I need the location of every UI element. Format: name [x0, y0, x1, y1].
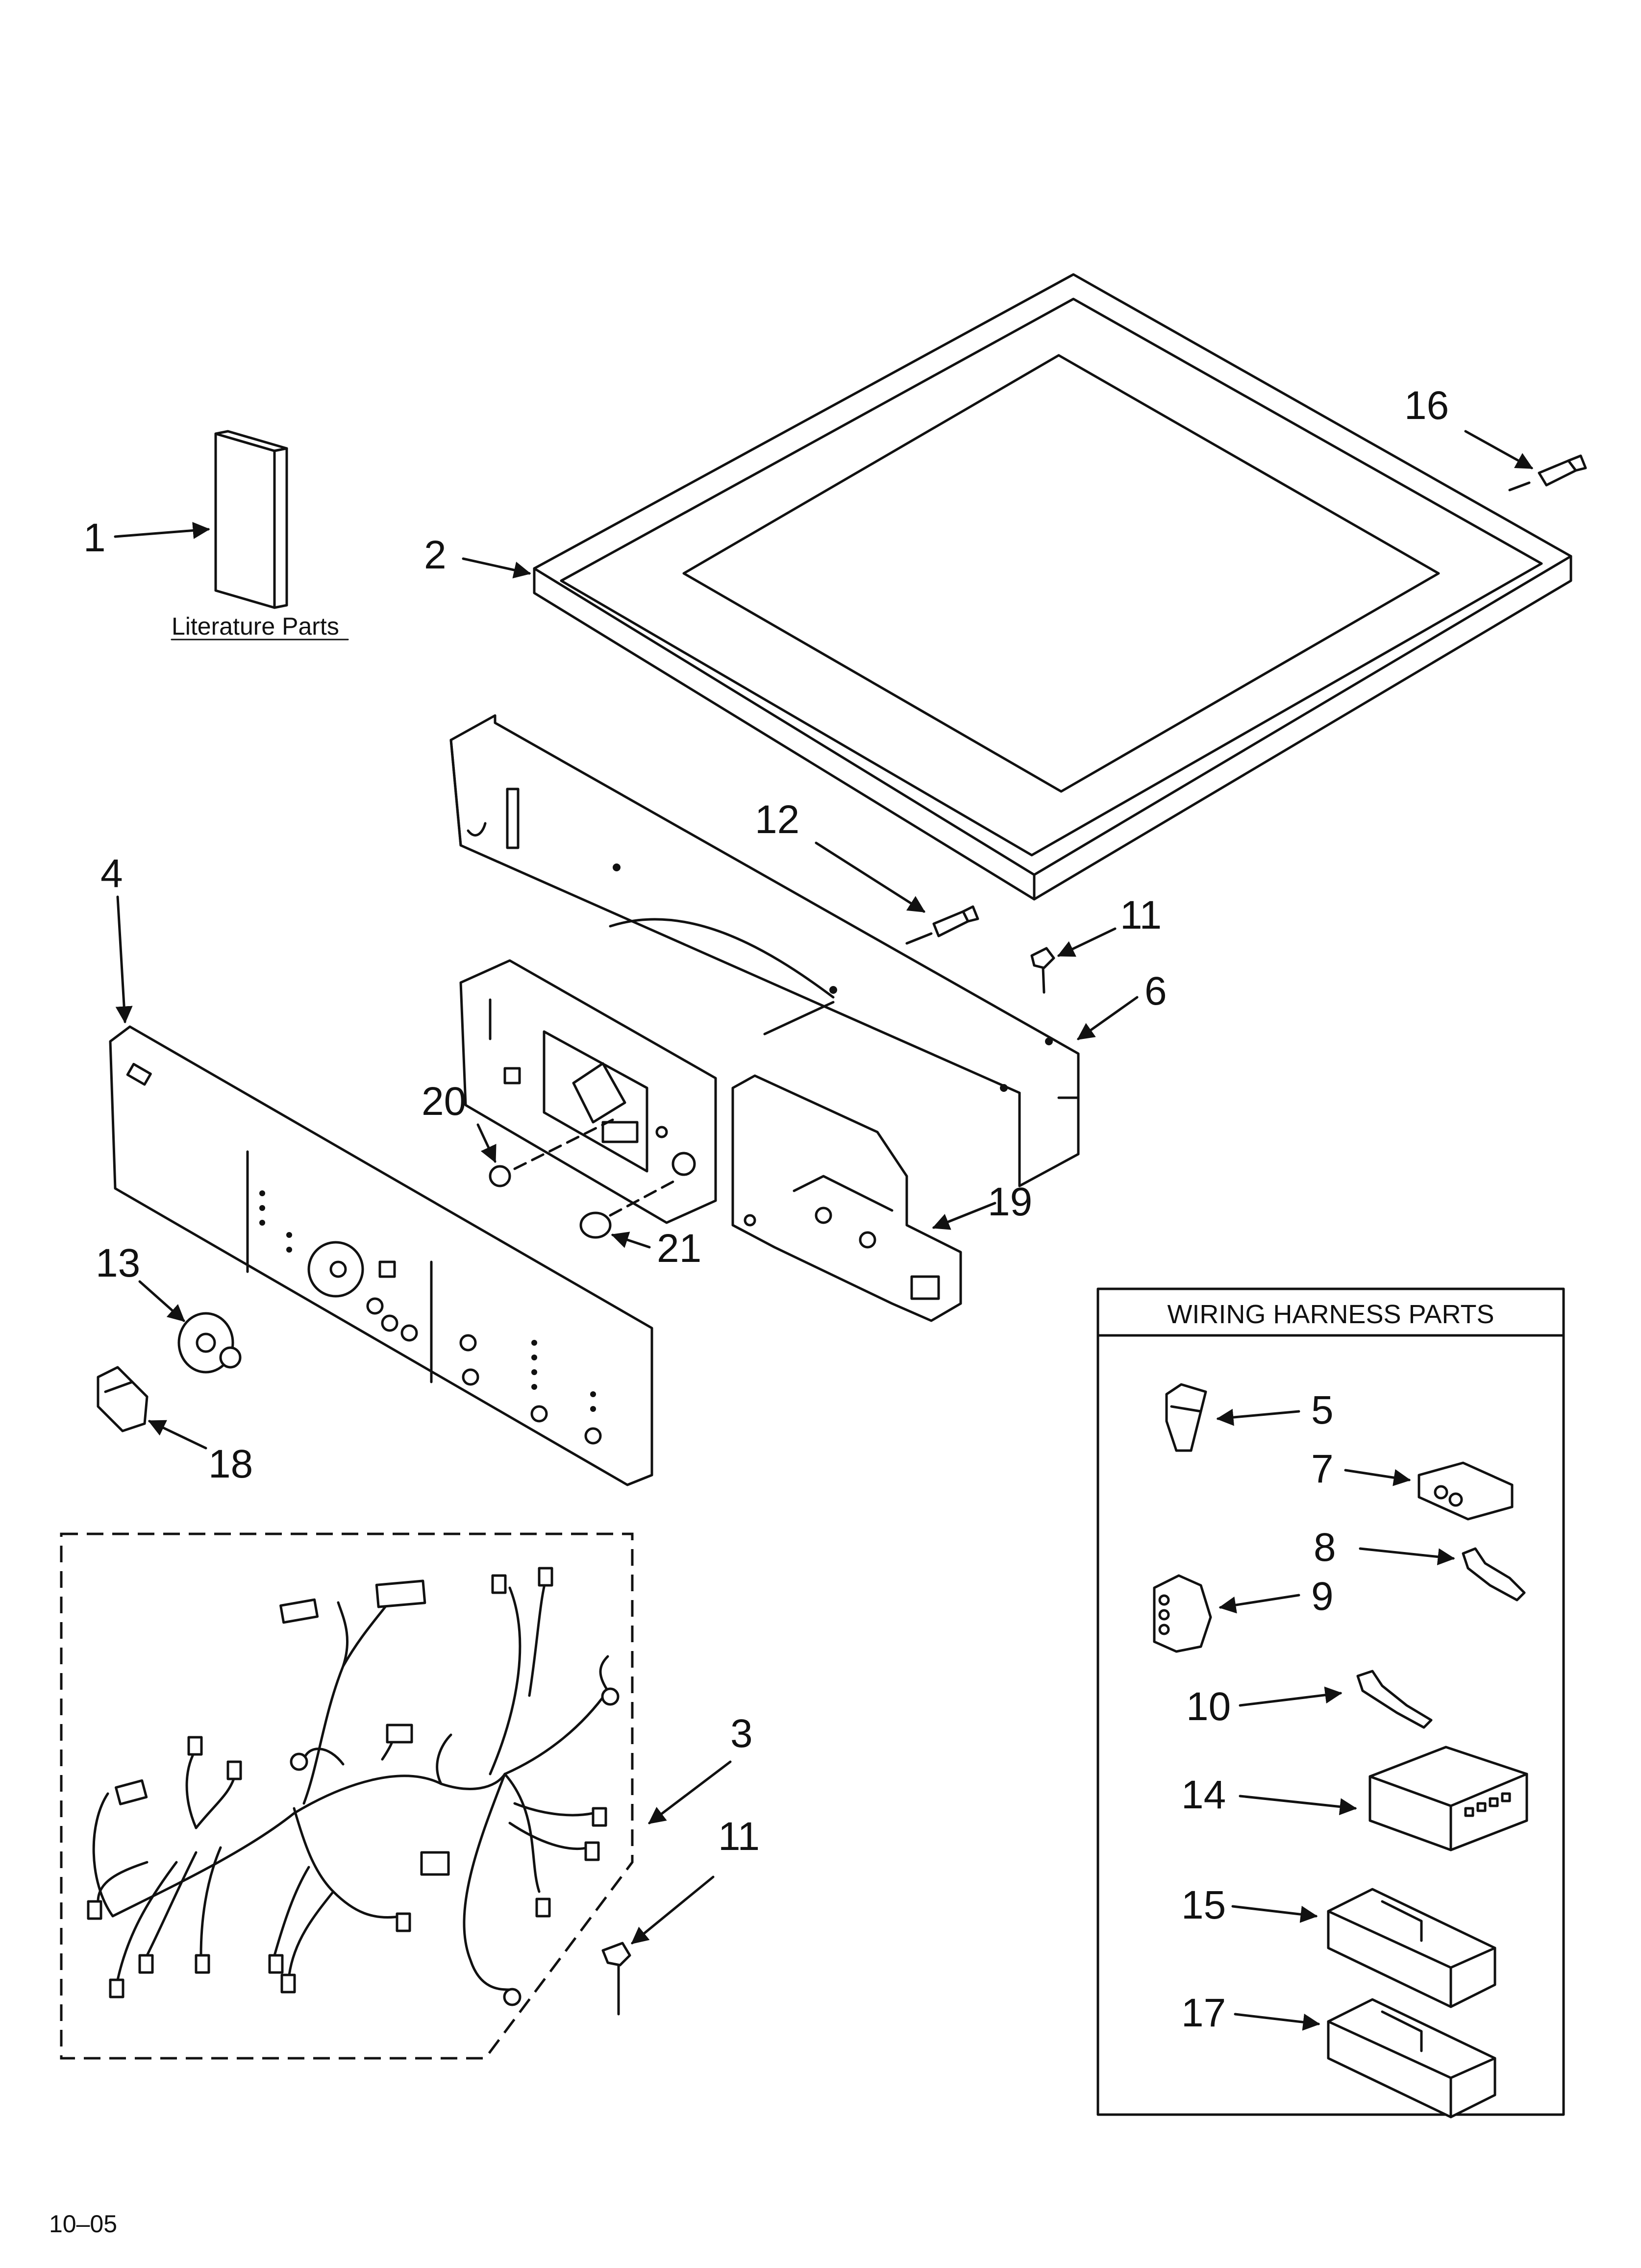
callout-6: 6: [1144, 969, 1167, 1013]
part-5-clip: [1165, 1383, 1207, 1452]
part-8-terminal: [1462, 1547, 1526, 1602]
callout-18: 18: [208, 1442, 253, 1486]
wiring-box-title: WIRING HARNESS PARTS: [1167, 1300, 1494, 1329]
harness-enclosure: [60, 1532, 634, 2060]
leader-2: [462, 557, 531, 579]
leader-19: [932, 1202, 996, 1230]
callout-14: 14: [1181, 1773, 1226, 1817]
leader-8: [1359, 1547, 1455, 1566]
screw-16: [1538, 454, 1587, 487]
callout-13: 13: [96, 1241, 140, 1285]
part-14-housing: [1368, 1746, 1528, 1851]
callout-7: 7: [1311, 1447, 1334, 1491]
callout-16: 16: [1404, 383, 1449, 428]
leader-4: [115, 895, 133, 1024]
screw-12: [932, 905, 979, 937]
callout-17: 17: [1181, 1991, 1226, 2035]
callout-15: 15: [1181, 1883, 1226, 1927]
callout-19: 19: [988, 1180, 1032, 1224]
control-housing: [459, 959, 962, 1322]
leader-17: [1234, 2013, 1320, 2031]
leader-16-dash: [1508, 481, 1531, 492]
callout-11-upper: 11: [1120, 893, 1162, 937]
part-9-connector: [1153, 1574, 1212, 1653]
top-panel: [533, 273, 1572, 901]
part-10-terminal: [1356, 1670, 1433, 1729]
leader-11-upper: [1057, 927, 1117, 957]
leader-9: [1218, 1594, 1300, 1614]
part-15-housing: [1327, 1888, 1496, 2008]
console-bracket: [449, 714, 1080, 1187]
leader-12-dash: [905, 932, 933, 945]
leader-18: [148, 1420, 207, 1450]
callout-20: 20: [422, 1079, 466, 1124]
screw-11-lower: [601, 1942, 631, 2016]
leader-15: [1231, 1905, 1318, 1923]
screw-11-upper: [1030, 947, 1055, 994]
callout-12: 12: [755, 797, 799, 842]
part-17-housing: [1327, 1998, 1496, 2119]
leader-11-lower: [631, 1875, 715, 1945]
literature-booklet: [214, 430, 288, 609]
callout-9: 9: [1311, 1574, 1334, 1619]
leader-3: [648, 1760, 732, 1824]
wiring-parts-box: [1096, 1287, 1565, 2116]
callout-10: 10: [1186, 1684, 1231, 1729]
callout-5: 5: [1311, 1388, 1334, 1432]
button-21: [579, 1177, 680, 1239]
callout-2: 2: [424, 533, 447, 577]
part-7-connector: [1417, 1461, 1514, 1521]
callout-4: 4: [100, 851, 123, 896]
leader-10: [1239, 1686, 1343, 1707]
leader-14: [1239, 1795, 1357, 1816]
callout-3: 3: [730, 1711, 753, 1756]
callout-21: 21: [657, 1226, 701, 1271]
knob-insert: [177, 1312, 242, 1374]
callout-8: 8: [1314, 1525, 1336, 1570]
leader-12: [815, 841, 925, 913]
console-panel: [109, 1025, 653, 1486]
callout-1: 1: [83, 516, 106, 560]
leader-5: [1216, 1408, 1300, 1426]
leader-6: [1077, 996, 1139, 1040]
callout-11-lower: 11: [718, 1814, 760, 1859]
leader-7: [1344, 1469, 1411, 1486]
knob: [97, 1366, 149, 1432]
leader-21: [611, 1232, 651, 1249]
footer-code: 10–05: [49, 2210, 117, 2238]
leader-1: [114, 522, 210, 539]
button-20: [489, 1118, 614, 1187]
leader-16: [1464, 430, 1534, 469]
leader-13: [138, 1280, 185, 1322]
wiring-harness: [87, 1567, 620, 2006]
leader-20: [476, 1123, 497, 1163]
literature-caption: Literature Parts: [172, 613, 339, 640]
